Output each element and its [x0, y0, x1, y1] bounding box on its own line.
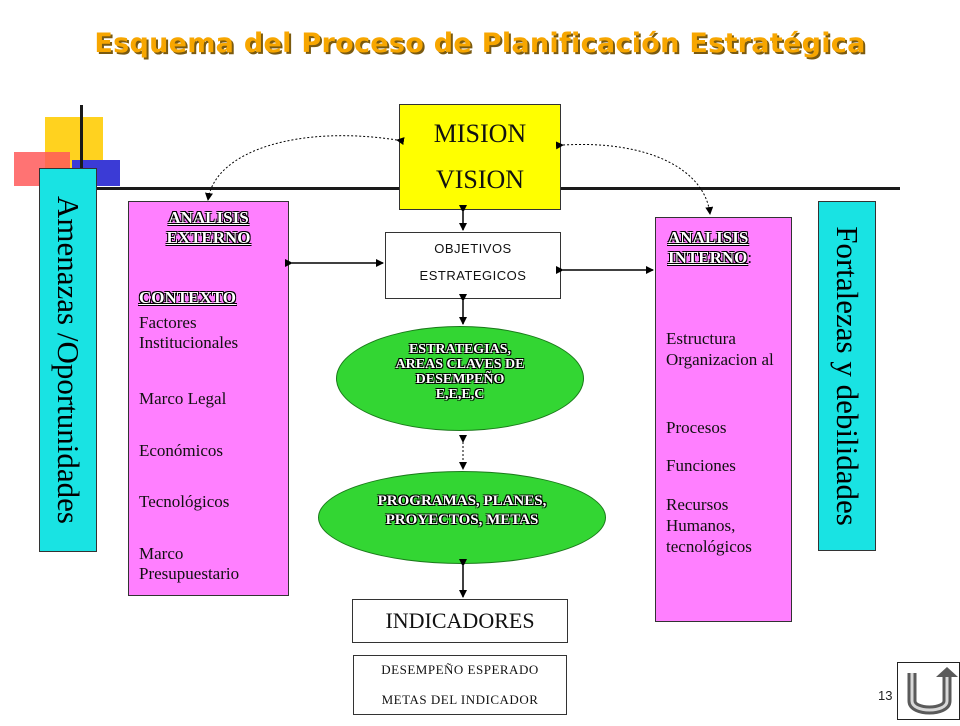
- interno-item-estructura: Estructura Organizacion al: [666, 329, 774, 369]
- programas-line2: PROYECTOS, METAS: [385, 511, 539, 528]
- indicadores-box: INDICADORES: [352, 599, 568, 643]
- objetivos-box: OBJETIVOS ESTRATEGICOS: [385, 232, 561, 299]
- contexto-heading: CONTEXTO: [139, 288, 236, 307]
- amenazas-box: Amenazas /Oportunidades: [39, 168, 97, 552]
- return-nav-button[interactable]: [897, 662, 960, 720]
- analisis-externo-heading2: EXTERNO: [166, 228, 251, 247]
- desempeno-line2: METAS DEL INDICADOR: [381, 692, 539, 707]
- estrategias-line4: E,E,E,C: [435, 386, 485, 402]
- page-number: 13: [878, 688, 893, 703]
- vision-label: VISION: [435, 165, 525, 194]
- analisis-externo-box: ANALISIS EXTERNO CONTEXTO Factores Insti…: [128, 201, 289, 596]
- desempeno-box: DESEMPEÑO ESPERADO METAS DEL INDICADOR: [353, 655, 567, 715]
- analisis-interno-colon: :: [747, 248, 753, 267]
- objetivos-line1: OBJETIVOS: [434, 241, 512, 256]
- interno-item-procesos: Procesos: [666, 418, 727, 437]
- decorative-vertical-line: [80, 105, 83, 205]
- externo-item-tecnologicos: Tecnológicos: [139, 492, 230, 511]
- estrategias-line1: ESTRATEGIAS,: [408, 341, 512, 357]
- programas-line1: PROGRAMAS, PLANES,: [377, 492, 547, 509]
- externo-item-marco-legal: Marco Legal: [139, 389, 227, 408]
- indicadores-label: INDICADORES: [385, 608, 535, 633]
- mision-vision-box: MISION VISION: [399, 104, 561, 210]
- curve-vision-externo: [205, 135, 405, 201]
- analisis-interno-box: ANALISIS INTERNO: Estructura Organizacio…: [655, 217, 792, 622]
- analisis-interno-heading2: INTERNO: [668, 248, 748, 267]
- interno-item-funciones: Funciones: [666, 456, 736, 475]
- curve-vision-interno: [555, 141, 714, 215]
- objetivos-line2: ESTRATEGICOS: [419, 268, 527, 283]
- page-title: Esquema del Proceso de Planificación Est…: [94, 28, 866, 59]
- externo-item-presupuestario: Marco Presupuestario: [139, 544, 240, 583]
- interno-item-recursos: Recursos Humanos, tecnológicos: [666, 495, 752, 556]
- u-turn-icon: [907, 667, 958, 715]
- desempeno-line1: DESEMPEÑO ESPERADO: [381, 662, 539, 677]
- externo-item-factores: Factores Institucionales: [139, 313, 239, 352]
- estrategias-line3: DESEMPEÑO: [415, 371, 505, 387]
- fortalezas-box: Fortalezas y debilidades: [818, 201, 876, 551]
- externo-item-economicos: Económicos: [139, 441, 224, 460]
- estrategias-line2: AREAS CLAVES DE: [395, 356, 525, 372]
- mision-label: MISION: [433, 119, 527, 148]
- estrategias-ellipse: ESTRATEGIAS, AREAS CLAVES DE DESEMPEÑO E…: [336, 326, 584, 431]
- analisis-interno-heading1: ANALISIS: [668, 228, 749, 247]
- analisis-externo-heading1: ANALISIS: [168, 208, 249, 227]
